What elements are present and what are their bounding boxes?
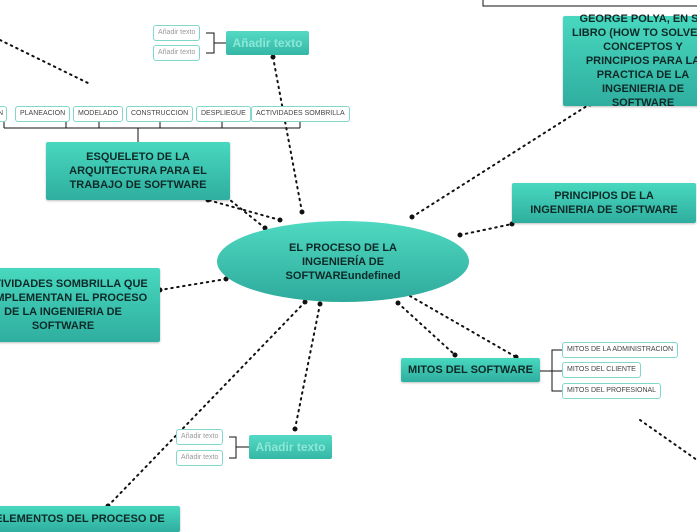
connector-central-esqueleto-2 [224,195,266,229]
leaf-mitos-administracion[interactable]: MITOS DE LA ADMINISTRACION [562,342,679,358]
connector-central-actividades [159,278,227,291]
connector-central-mitos [397,302,456,356]
node-esqueleto[interactable]: ESQUELETO DE LA ARQUITECTURA PARA EL TRA… [46,142,230,200]
node-elementos[interactable]: ELEMENTOS DEL PROCESO DE [0,506,180,532]
connector-central-bottom-placeholder [294,303,321,430]
node-top-placeholder[interactable]: Añadir texto [226,31,309,55]
connector-central-principios [459,223,513,236]
node-polya[interactable]: GEORGE POLYA, EN SU LIBRO (HOW TO SOLVE … [563,13,697,109]
leaf-bottom-placeholder-2[interactable]: Añadir texto [176,450,224,466]
node-mitos[interactable]: MITOS DEL SOFTWARE [401,358,540,382]
node-principios[interactable]: PRINCIPIOS DE LA INGENIERIA DE SOFTWARE [512,183,696,223]
connector-central-esqueleto [207,199,281,221]
node-principios-label: PRINCIPIOS DE LA INGENIERIA DE SOFTWARE [530,190,678,216]
connector-central-mitos-2 [409,295,517,358]
bracket-mitos [540,349,562,392]
node-mitos-label: MITOS DEL SOFTWARE [408,364,533,376]
connector-central-polya [411,103,591,218]
leaf-top-placeholder-2[interactable]: Añadir texto [153,45,201,61]
bracket-bottom-placeholder [229,436,249,459]
leaf-esqueleto-actividades[interactable]: ACTIVIDADES SOMBRILLA [251,106,350,122]
leaf-top-placeholder-1[interactable]: Añadir texto [153,25,201,41]
node-esqueleto-label: ESQUELETO DE LA ARQUITECTURA PARA EL TRA… [69,151,207,191]
leaf-esqueleto-modelado[interactable]: MODELADO [73,106,124,122]
leaf-mitos-cliente[interactable]: MITOS DEL CLIENTE [562,362,641,378]
leaf-esqueleto-planeacion[interactable]: PLANEACION [15,106,71,122]
node-bottom-placeholder[interactable]: Añadir texto [249,435,332,459]
central-topic-label: EL PROCESO DE LA INGENIERÍA DE SOFTWAREu… [285,241,401,282]
central-topic[interactable]: EL PROCESO DE LA INGENIERÍA DE SOFTWAREu… [217,221,469,302]
bracket-top-placeholder [206,32,226,54]
bracket-esqueleto [3,121,301,142]
node-elementos-label: ELEMENTOS DEL PROCESO DE [0,513,165,525]
node-top-placeholder-label: Añadir texto [232,36,303,50]
connector-bottomright [639,419,697,461]
bracket-polya [482,0,697,7]
node-actividades[interactable]: ACTIVIDADES SOMBRILLA QUE COMPLEMENTAN E… [0,268,160,342]
node-actividades-label: ACTIVIDADES SOMBRILLA QUE COMPLEMENTAN E… [0,278,148,332]
connector-central-elementos [107,301,306,507]
node-bottom-placeholder-label: Añadir texto [255,440,326,454]
leaf-esqueleto-construccion[interactable]: CONSTRUCCION [126,106,194,122]
connector-central-top-placeholder [272,56,303,213]
node-polya-label: GEORGE POLYA, EN SU LIBRO (HOW TO SOLVE … [572,13,697,109]
leaf-esqueleto-despliegue[interactable]: DESPLIEGUE [196,106,251,122]
connector-topleft [0,39,91,85]
connector-layer [0,0,697,509]
leaf-mitos-profesional[interactable]: MITOS DEL PROFESIONAL [562,383,662,399]
leaf-bottom-placeholder-1[interactable]: Añadir texto [176,429,224,445]
leaf-esqueleto-1[interactable]: N [0,106,8,122]
